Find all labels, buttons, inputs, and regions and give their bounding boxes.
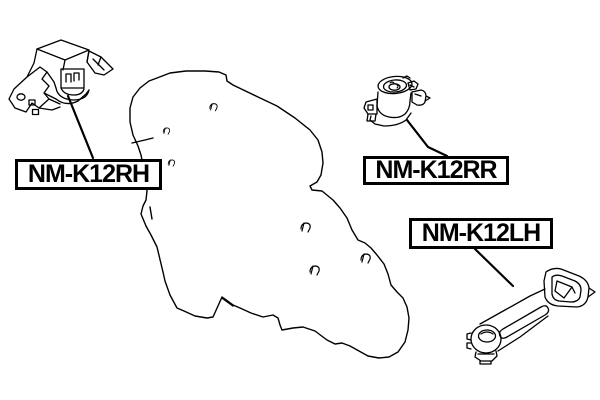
left-engine-mount-drawing <box>466 267 596 365</box>
leader-line-rh <box>66 94 95 160</box>
surface-notch-line <box>131 137 154 144</box>
bottom-notch-line <box>221 297 234 307</box>
leader-lines <box>66 94 515 288</box>
bolt-clip-icon <box>162 103 371 276</box>
part-label-nm-k12rh[interactable]: NM-K12RH <box>15 159 162 190</box>
part-label-nm-k12rr[interactable]: NM-K12RR <box>363 156 509 185</box>
leader-line-rr <box>405 118 449 158</box>
rear-engine-mount-drawing <box>363 75 431 127</box>
right-engine-mount-drawing <box>8 39 114 116</box>
engine-block-outline <box>129 70 410 359</box>
edge-detail-line <box>149 206 153 220</box>
part-label-nm-k12lh[interactable]: NM-K12LH <box>409 218 553 249</box>
leader-line-lh <box>473 247 515 288</box>
